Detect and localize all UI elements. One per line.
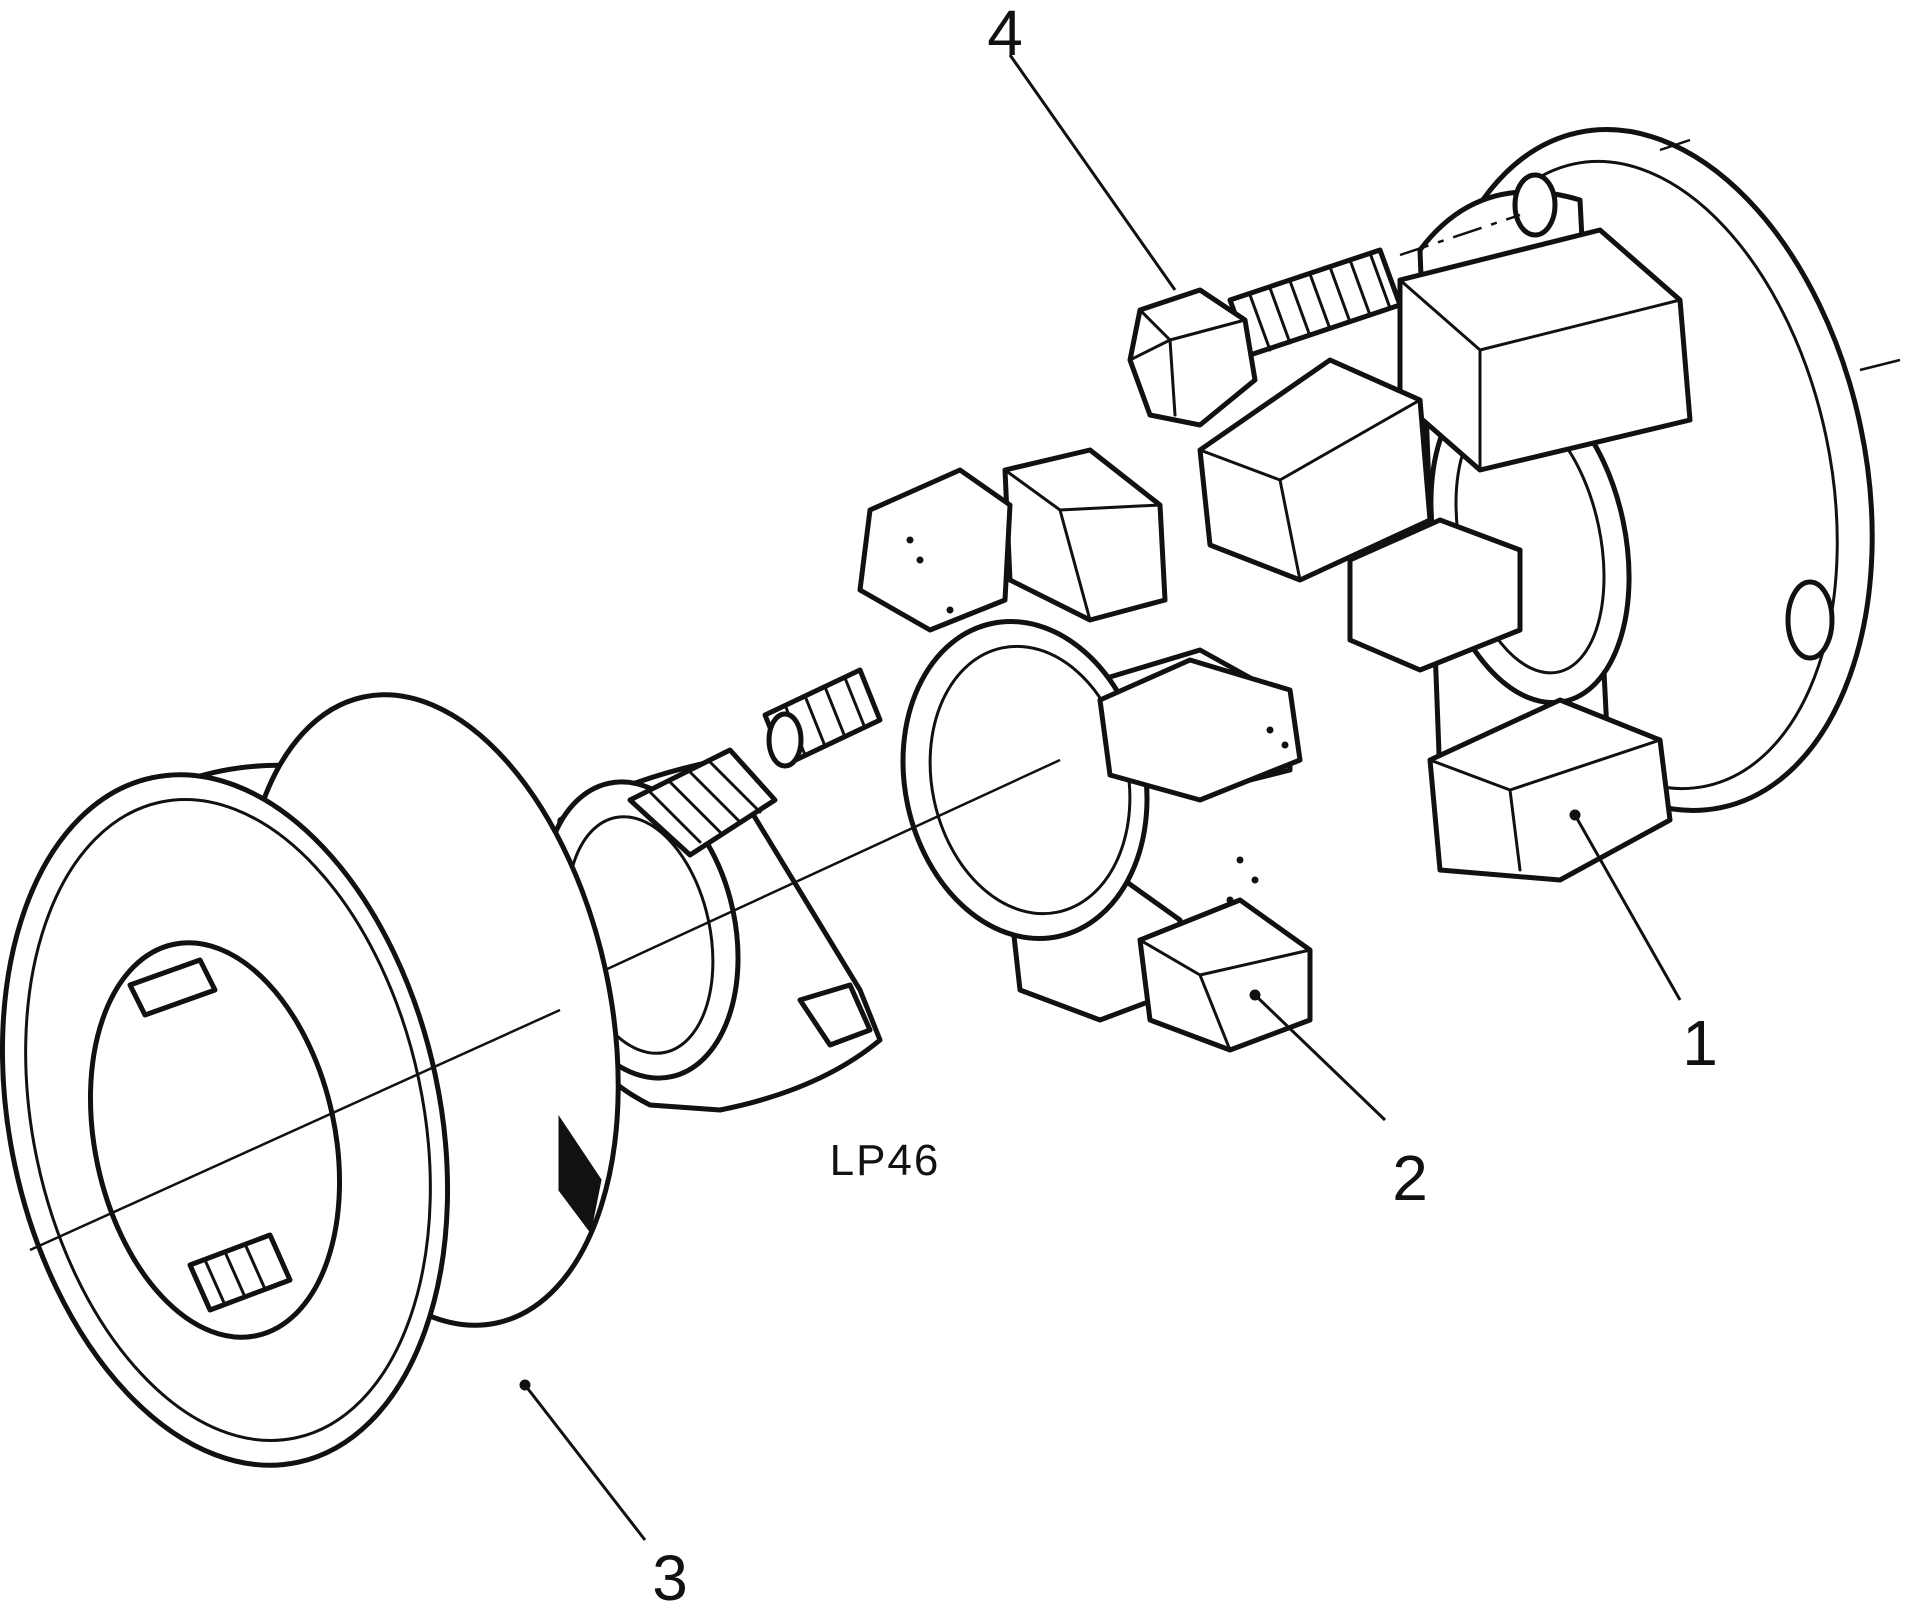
figure-code: LP46 [830,1136,941,1185]
callout-4: 4 [987,0,1023,69]
hex-bolt-part-4 [1127,213,1521,428]
callout-1: 1 [1682,1007,1718,1079]
spider-insert-part-2 [857,447,1313,1053]
set-screw [762,667,883,769]
callout-2: 2 [1392,1142,1428,1214]
leader-lines [519,54,1682,1541]
callout-3: 3 [652,1542,688,1614]
jaw-hub-part-1 [1197,127,1901,883]
callout-labels: 4 1 2 3 LP46 [652,0,1718,1614]
pulley-hub-part-3 [0,692,621,1468]
